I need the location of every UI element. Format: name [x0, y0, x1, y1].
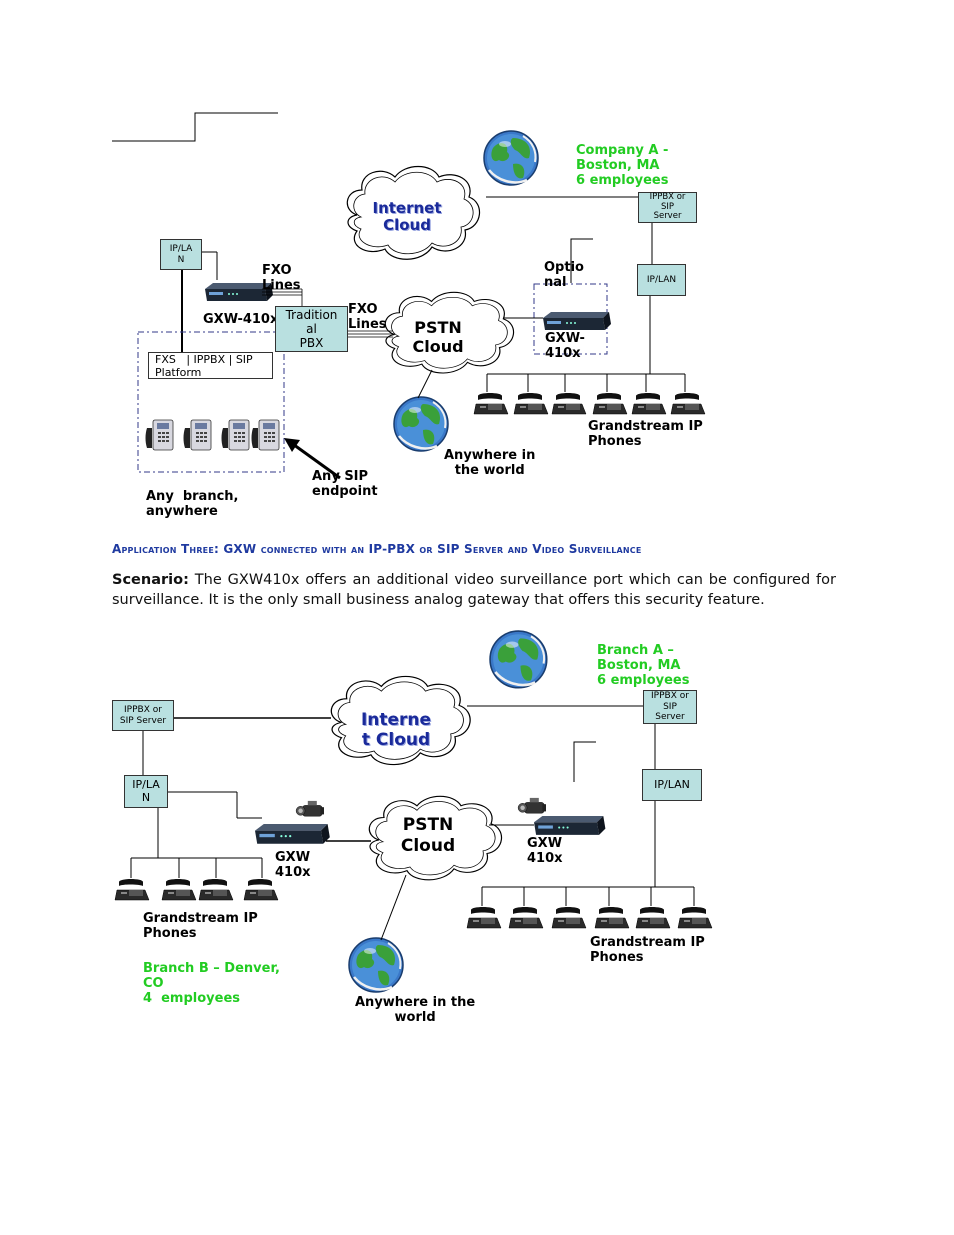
company-a-label: Company A - Boston, MA 6 employees [576, 143, 669, 188]
ip-lan-right-box-2: IP/LAN [642, 769, 702, 801]
ippbx-sip-server-box: IPPBX or SIP Server [638, 192, 697, 223]
grandstream-ip-phones-left-label: Grandstream IP Phones [143, 911, 258, 941]
section-heading: Application Three: GXW connected with an… [112, 542, 642, 556]
ip-lan-box-right: IP/LAN [637, 264, 686, 296]
pstn-cloud-2-label: PSTN Cloud [400, 815, 456, 856]
internet-cloud-label: Internet Cloud [372, 199, 442, 234]
any-branch-label: Any branch, anywhere [146, 489, 239, 519]
grandstream-ip-phones-label: Grandstream IP Phones [588, 419, 703, 449]
ip-lan-left-box-2: IP/LA N [124, 775, 168, 808]
branch-b-label: Branch B – Denver, CO 4 employees [143, 961, 280, 1006]
fxo-lines-label-2: FXO Lines [348, 302, 387, 332]
branch-a-label: Branch A – Boston, MA 6 employees [597, 643, 690, 688]
gxw-410x-right-label: GXW- 410x [545, 331, 585, 361]
fxo-lines-label-1: FXO Lines [262, 263, 301, 293]
ippbx-sip-server-left-box: IPPBX or SIP Server [112, 700, 174, 731]
optional-label: Optio nal [544, 260, 584, 290]
gxw-410x-right-2-label: GXW 410x [527, 836, 563, 866]
traditional-pbx-box: Tradition al PBX [275, 306, 348, 352]
grandstream-ip-phones-right-label: Grandstream IP Phones [590, 935, 705, 965]
anywhere-in-the-world-label: Anywhere in the world [444, 448, 536, 478]
gxw-410x-left-2-label: GXW 410x [275, 850, 311, 880]
internet-cloud-2-label: Interne t Cloud [360, 710, 432, 750]
anywhere-in-the-world-2-label: Anywhere in the world [355, 995, 476, 1025]
ippbx-sip-server-right-box: IPPBX or SIP Server [643, 690, 697, 724]
gxw-410x-left-label: GXW-410x [203, 312, 279, 327]
ip-lan-box-left: IP/LA N [160, 239, 202, 270]
fxs-ippbx-sip-platform-box: FXS | IPPBX | SIP Platform [148, 352, 273, 379]
scenario-paragraph: Scenario: The GXW410x offers an addition… [112, 570, 836, 610]
scenario-label: Scenario: [112, 572, 189, 588]
any-sip-endpoint-label: Any SIP endpoint [312, 469, 378, 499]
scenario-text: The GXW410x offers an additional video s… [112, 572, 836, 608]
pstn-cloud-label: PSTN Cloud [412, 318, 464, 356]
